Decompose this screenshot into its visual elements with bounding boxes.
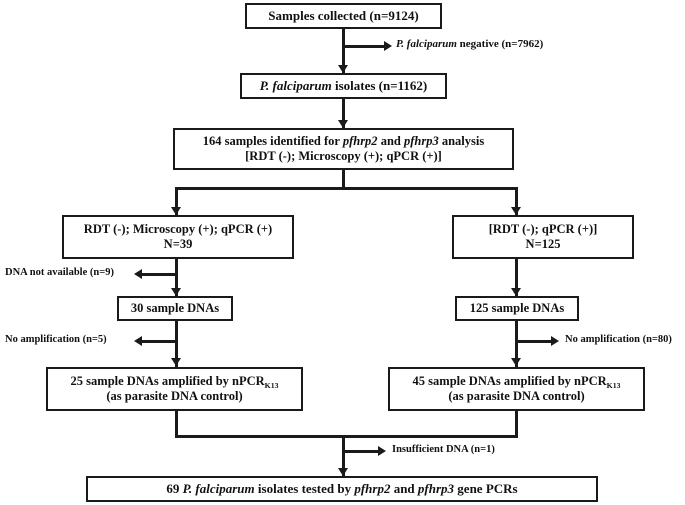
node-right-branch-line2: N=125 (525, 237, 561, 251)
connector-164-to-left-branch (175, 187, 178, 215)
node-samples-collected: Samples collected (n=9124) (245, 3, 442, 29)
node-45-dnas-amplified: 45 sample DNAs amplified by nPCRK13 (as … (388, 367, 645, 411)
connector-no-amplification-left (140, 340, 178, 343)
arrowhead-dna-not-available (134, 269, 142, 279)
node-45-dnas-line2: (as parasite DNA control) (448, 389, 585, 403)
arrowhead-125dnas-to-45npcr (511, 358, 521, 366)
label-no-amplification-right: No amplification (n=80) (565, 334, 672, 345)
connector-right-branch-to-125dnas (515, 259, 518, 296)
connector-164-stem (342, 170, 345, 190)
node-samples-collected-label: Samples collected (n=9124) (268, 8, 419, 24)
node-45-dnas-line1-text: 45 sample DNAs amplified by nPCR (412, 374, 607, 389)
node-final-outcome: 69 P. falciparum isolates tested by pfhr… (86, 476, 598, 502)
node-left-branch-criteria: RDT (-); Microscopy (+); qPCR (+) N=39 (62, 215, 294, 259)
node-164-line2: [RDT (-); Microscopy (+); qPCR (+)] (245, 149, 442, 163)
node-final-pfhrp2: pfhrp2 (354, 481, 391, 497)
node-right-branch-criteria: [RDT (-); qPCR (+)] N=125 (452, 215, 634, 259)
node-final-c: and (390, 481, 418, 497)
arrowhead-no-amplification-left (134, 336, 142, 346)
node-45-dnas-subscript: K13 (606, 380, 621, 390)
node-pf-isolates-label: P. falciparum isolates (n=1162) (260, 78, 428, 93)
label-pf-negative: P. falciparum negative (n=7962) (396, 38, 543, 50)
node-final-a: 69 (166, 481, 183, 497)
node-pf-isolates-italic: P. falciparum (259, 78, 332, 94)
node-final-pf: P. falciparum (182, 481, 255, 497)
label-pf-negative-italic: P. falciparum (396, 38, 457, 50)
node-25-dnas-line2: (as parasite DNA control) (106, 389, 243, 403)
connector-no-amplification-right (515, 340, 553, 343)
arrowhead-164-to-left-branch (171, 207, 181, 215)
node-pf-isolates: P. falciparum isolates (n=1162) (240, 73, 447, 99)
node-right-branch-line1: [RDT (-); qPCR (+)] (488, 222, 598, 237)
node-left-branch-line2: N=39 (163, 237, 193, 251)
connector-merge-bar (175, 435, 518, 438)
arrowhead-no-amplification-right (551, 336, 559, 346)
node-30-sample-dnas-label: 30 sample DNAs (130, 301, 220, 316)
arrowhead-left-branch-to-30dnas (171, 288, 181, 296)
node-164-line1: 164 samples identified for pfhrp2 and pf… (203, 134, 484, 149)
node-164-line1-c: analysis (438, 134, 485, 149)
connector-30dnas-to-25npcr (175, 321, 178, 367)
node-pf-isolates-rest: isolates (n=1162) (331, 78, 428, 94)
connector-left-branch-to-30dnas (175, 259, 178, 296)
arrowhead-164-to-right-branch (511, 207, 521, 215)
connector-pf-negative (342, 45, 386, 48)
label-dna-not-available: DNA not available (n=9) (5, 267, 114, 278)
connector-samples-to-isolates (342, 29, 345, 73)
arrowhead-samples-to-isolates (338, 65, 348, 73)
node-164-line1-b: and (377, 134, 404, 149)
node-164-line1-a: 164 samples identified for (202, 134, 343, 149)
arrowhead-30dnas-to-25npcr (171, 358, 181, 366)
connector-164-to-right-branch (515, 187, 518, 215)
node-25-dnas-line1: 25 sample DNAs amplified by nPCRK13 (71, 374, 279, 389)
label-pf-negative-rest: negative (n=7962) (456, 38, 544, 50)
node-30-sample-dnas: 30 sample DNAs (117, 296, 233, 321)
node-final-d: gene PCRs (454, 481, 518, 497)
connector-merge-to-final (342, 435, 345, 476)
connector-164-split-bar (175, 187, 518, 190)
arrowhead-merge-to-final (338, 468, 348, 476)
node-164-line1-pfhrp3: pfhrp3 (403, 134, 439, 149)
node-25-dnas-subscript: K13 (264, 380, 279, 390)
node-25-dnas-line1-text: 25 sample DNAs amplified by nPCR (70, 374, 265, 389)
node-45-dnas-line1: 45 sample DNAs amplified by nPCRK13 (413, 374, 621, 389)
node-125-sample-dnas-label: 125 sample DNAs (469, 301, 565, 316)
node-final-pfhrp3: pfhrp3 (417, 481, 455, 497)
node-164-line1-pfhrp2: pfhrp2 (342, 134, 378, 149)
arrowhead-isolates-to-164 (338, 120, 348, 128)
arrowhead-insufficient-dna (378, 446, 386, 456)
label-no-amplification-left: No amplification (n=5) (5, 334, 107, 345)
connector-isolates-to-164 (342, 99, 345, 128)
label-insufficient-dna: Insufficient DNA (n=1) (392, 444, 495, 455)
node-25-dnas-amplified: 25 sample DNAs amplified by nPCRK13 (as … (46, 367, 303, 411)
connector-125dnas-to-45npcr (515, 321, 518, 367)
connector-45npcr-down (515, 411, 518, 438)
arrowhead-pf-negative (384, 41, 392, 51)
arrowhead-right-branch-to-125dnas (511, 288, 521, 296)
node-125-sample-dnas: 125 sample DNAs (455, 296, 579, 321)
connector-dna-not-available (140, 273, 178, 276)
node-164-samples-identified: 164 samples identified for pfhrp2 and pf… (173, 128, 514, 170)
node-left-branch-line1: RDT (-); Microscopy (+); qPCR (+) (83, 222, 273, 237)
connector-25npcr-down (175, 411, 178, 438)
connector-insufficient-dna (342, 450, 380, 453)
node-final-b: isolates tested by (254, 481, 355, 497)
node-final-outcome-label: 69 P. falciparum isolates tested by pfhr… (166, 481, 517, 496)
